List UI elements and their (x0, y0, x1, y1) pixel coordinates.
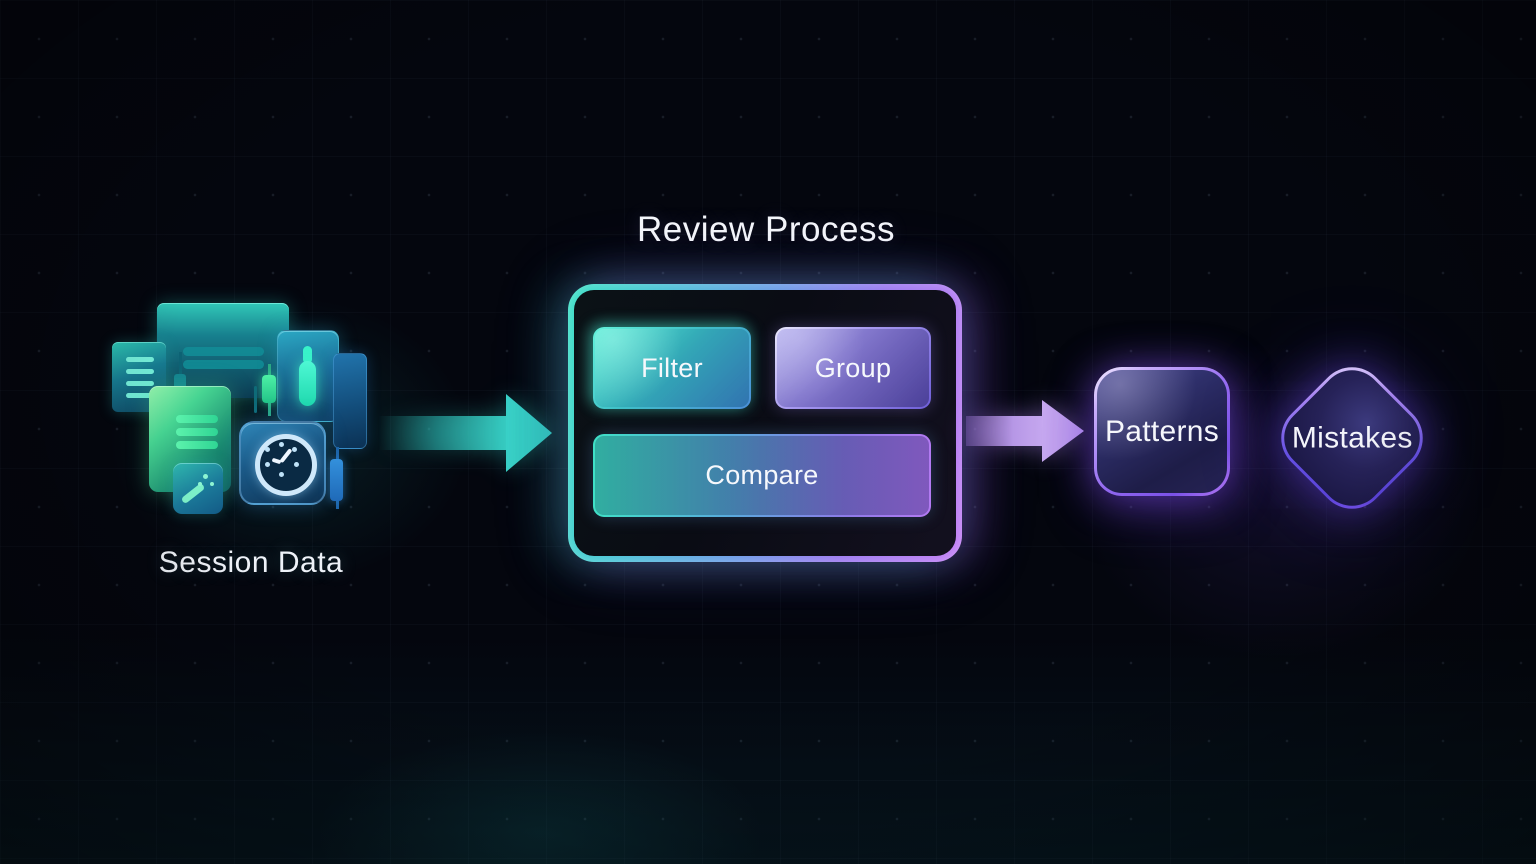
filter-step-node: Filter (593, 327, 751, 409)
text-bar (176, 441, 218, 449)
session-data-label: Session Data (101, 546, 401, 580)
magic-wand-icon (173, 463, 223, 514)
compare-step-node: Compare (593, 434, 931, 517)
text-bar (183, 347, 264, 356)
text-bar (126, 357, 154, 362)
text-bar (126, 369, 154, 374)
candlestick-green-icon (262, 364, 278, 416)
arrow-shaft (378, 416, 508, 450)
group-step-node: Group (775, 327, 931, 409)
patterns-output-node: Patterns (1094, 367, 1230, 496)
text-bar (176, 428, 218, 436)
text-bar (183, 360, 264, 369)
text-bar (126, 381, 154, 386)
candlestick-line-icon (254, 386, 257, 413)
text-bar (126, 393, 154, 398)
compare-step-label: Compare (595, 436, 929, 515)
filter-step-label: Filter (595, 329, 749, 407)
arrow-shaft (966, 416, 1044, 446)
text-bar (176, 415, 218, 423)
review-process-title: Review Process (570, 210, 962, 250)
patterns-label: Patterns (1097, 370, 1227, 493)
candlestick-blue-icon (330, 447, 346, 509)
chart-panel-blue-icon (333, 353, 367, 449)
review-process-box-inner: Filter Group Compare (574, 290, 956, 556)
flow-arrow-sessions-to-review (378, 394, 552, 472)
clock-icon (239, 421, 326, 505)
review-process-box: Filter Group Compare (568, 284, 962, 562)
flow-arrow-review-to-patterns (966, 400, 1084, 462)
session-data-icon-cluster (108, 292, 378, 527)
group-step-label: Group (777, 329, 929, 407)
candlestick-panel-icon (277, 330, 339, 422)
